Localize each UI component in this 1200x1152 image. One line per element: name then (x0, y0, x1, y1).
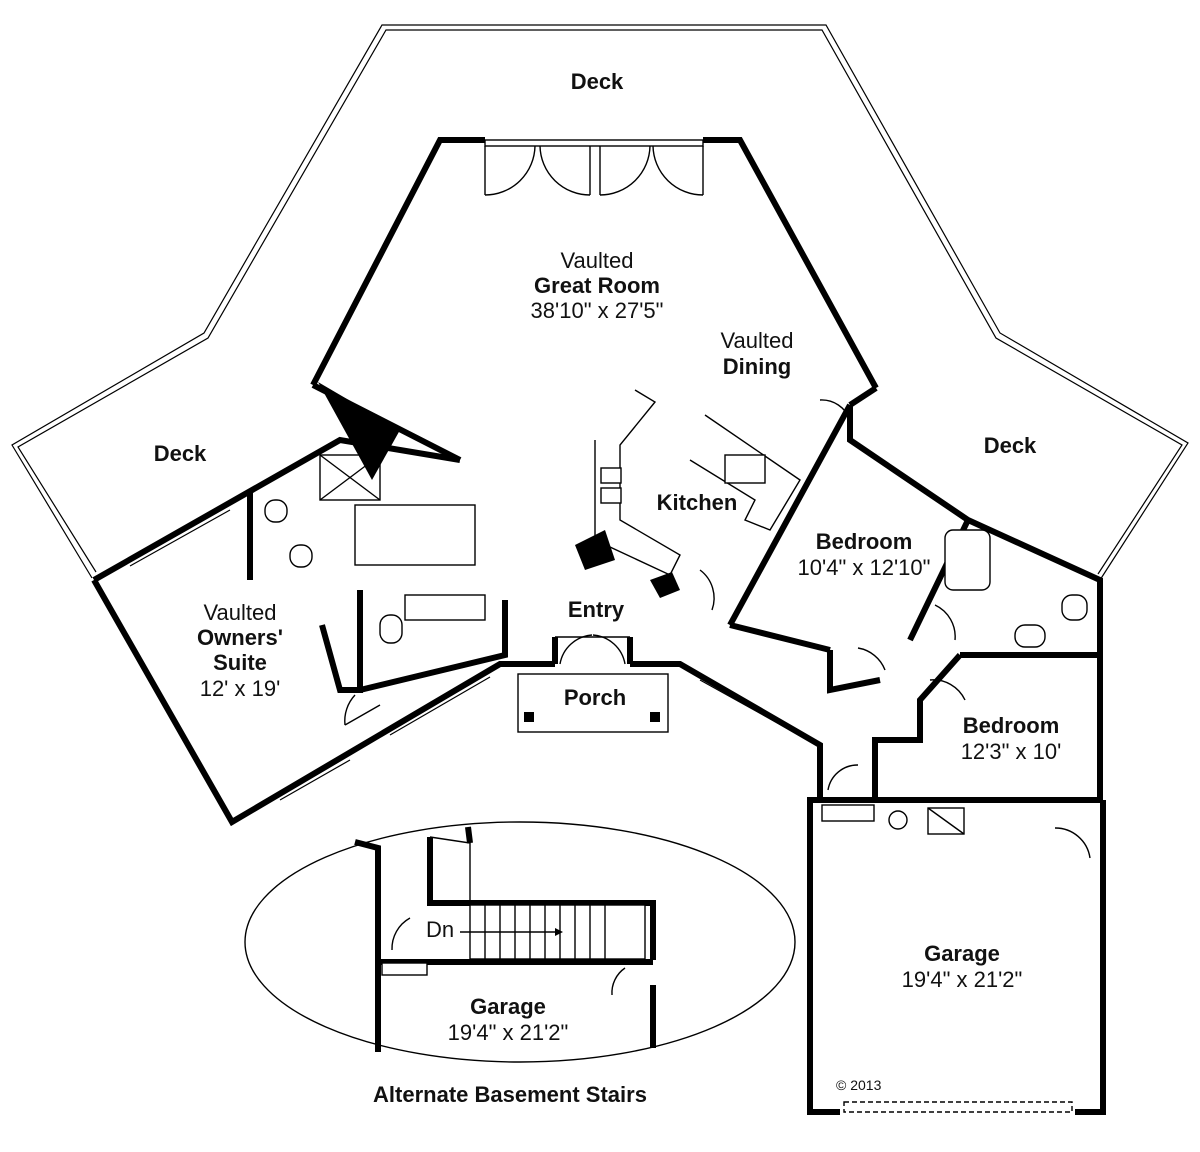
dining-name: Dining (723, 354, 791, 379)
inset-ellipse (244, 821, 796, 1063)
bedroom1-size: 10'4" x 12'10" (798, 555, 931, 580)
deck-top-label: Deck (571, 69, 624, 94)
kitchen-label: Kitchen (657, 490, 738, 515)
inset-stairs-label: Dn (426, 917, 454, 942)
inset-garage-size: 19'4" x 21'2" (448, 1020, 569, 1045)
great-room-size: 38'10" x 27'5" (531, 298, 664, 323)
kitchen-walls (575, 389, 853, 627)
inset-garage-name: Garage (470, 994, 546, 1019)
dining-prefix: Vaulted (721, 328, 794, 353)
deck-left-label: Deck (154, 441, 207, 466)
garage-name: Garage (924, 941, 1000, 966)
inset-caption: Alternate Basement Stairs (373, 1082, 647, 1107)
great-room-prefix: Vaulted (561, 248, 634, 273)
bedroom1-name: Bedroom (816, 529, 913, 554)
owners-suite-prefix: Vaulted (204, 600, 277, 625)
bedroom2-name: Bedroom (963, 713, 1060, 738)
deck-outline (11, 24, 1189, 581)
great-room-french-doors (484, 139, 704, 196)
owners-suite-walls (91, 382, 555, 827)
garage-walls (807, 797, 1106, 1115)
copyright-text: © 2013 (836, 1077, 882, 1093)
owners-suite-name1: Owners' (197, 625, 283, 650)
entry-porch (517, 634, 823, 800)
entry-label: Entry (568, 597, 625, 622)
bedroom1-walls (729, 405, 1103, 694)
great-room-name: Great Room (534, 273, 660, 298)
bedroom2-walls (820, 652, 1103, 803)
owners-suite-name2: Suite (213, 650, 267, 675)
bedroom2-size: 12'3" x 10' (961, 739, 1062, 764)
deck-right-label: Deck (984, 433, 1037, 458)
porch-label: Porch (564, 685, 626, 710)
garage-size: 19'4" x 21'2" (902, 967, 1023, 992)
owners-suite-size: 12' x 19' (200, 676, 281, 701)
